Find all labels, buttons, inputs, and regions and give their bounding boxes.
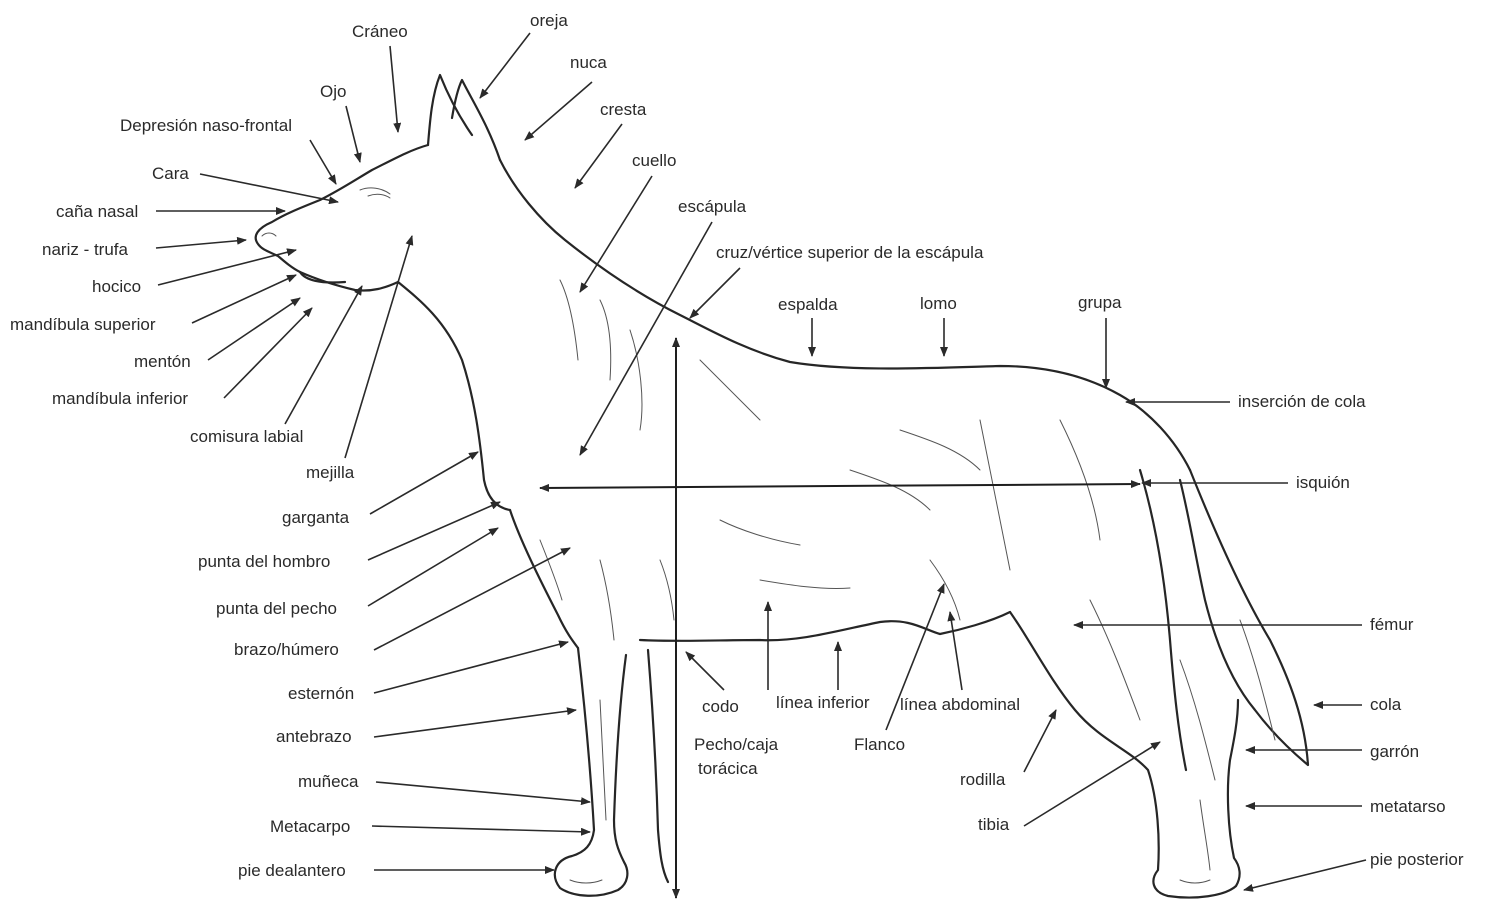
label-cara: Cara bbox=[152, 164, 189, 183]
label-comisura-labial: comisura labial bbox=[190, 427, 303, 446]
label-rodilla: rodilla bbox=[960, 770, 1006, 789]
label-depresion-naso-frontal: Depresión naso-frontal bbox=[120, 116, 292, 135]
label-punta-hombro: punta del hombro bbox=[198, 552, 330, 571]
label-garganta: garganta bbox=[282, 508, 350, 527]
front-leg-left bbox=[555, 648, 627, 896]
label-pecho-caja: Pecho/caja bbox=[694, 735, 779, 754]
label-cana-nasal: caña nasal bbox=[56, 202, 138, 221]
chest-outline bbox=[510, 510, 578, 648]
label-garron: garrón bbox=[1370, 742, 1419, 761]
label-linea-abdominal: línea abdominal bbox=[900, 695, 1020, 714]
fur-texture bbox=[540, 280, 1275, 883]
label-grupa: grupa bbox=[1078, 293, 1122, 312]
label-antebrazo: antebrazo bbox=[276, 727, 352, 746]
label-cruz: cruz/vértice superior de la escápula bbox=[716, 243, 984, 262]
topline bbox=[500, 160, 1190, 470]
labels: Cráneo oreja nuca Ojo Depresión naso-fro… bbox=[10, 11, 1464, 880]
label-hocico: hocico bbox=[92, 277, 141, 296]
ear-outline-right bbox=[452, 80, 500, 160]
label-insercion-cola: inserción de cola bbox=[1238, 392, 1366, 411]
label-mandibula-superior: mandíbula superior bbox=[10, 315, 156, 334]
label-femur: fémur bbox=[1370, 615, 1414, 634]
label-codo: codo bbox=[702, 697, 739, 716]
label-metatarso: metatarso bbox=[1370, 797, 1446, 816]
label-isquion: isquión bbox=[1296, 473, 1350, 492]
label-lomo: lomo bbox=[920, 294, 957, 313]
dog-illustration bbox=[256, 75, 1308, 898]
label-brazo-humero: brazo/húmero bbox=[234, 640, 339, 659]
label-metacarpo: Metacarpo bbox=[270, 817, 350, 836]
label-pie-delantero: pie dealantero bbox=[238, 861, 346, 880]
label-escapula: escápula bbox=[678, 197, 747, 216]
label-esternon: esternón bbox=[288, 684, 354, 703]
throat-outline bbox=[398, 282, 510, 510]
label-pie-posterior: pie posterior bbox=[1370, 850, 1464, 869]
label-cuello: cuello bbox=[632, 151, 676, 170]
label-ojo: Ojo bbox=[320, 82, 346, 101]
front-leg-right bbox=[648, 650, 668, 882]
label-tibia: tibia bbox=[978, 815, 1010, 834]
thigh-outline bbox=[1140, 470, 1186, 770]
label-cresta: cresta bbox=[600, 100, 647, 119]
label-nuca: nuca bbox=[570, 53, 607, 72]
hind-leg-outline bbox=[1010, 612, 1240, 898]
label-toracica: torácica bbox=[698, 759, 758, 778]
label-espalda: espalda bbox=[778, 295, 838, 314]
label-menton: mentón bbox=[134, 352, 191, 371]
label-flanco: Flanco bbox=[854, 735, 905, 754]
label-mejilla: mejilla bbox=[306, 463, 355, 482]
label-punta-pecho: punta del pecho bbox=[216, 599, 337, 618]
label-oreja: oreja bbox=[530, 11, 568, 30]
label-cola: cola bbox=[1370, 695, 1402, 714]
length-measure-arrow bbox=[540, 484, 1140, 488]
label-craneo: Cráneo bbox=[352, 22, 408, 41]
label-muneca: muñeca bbox=[298, 772, 359, 791]
label-mandibula-inferior: mandíbula inferior bbox=[52, 389, 188, 408]
label-linea-inferior: línea inferior bbox=[776, 693, 870, 712]
label-nariz-trufa: nariz - trufa bbox=[42, 240, 129, 259]
